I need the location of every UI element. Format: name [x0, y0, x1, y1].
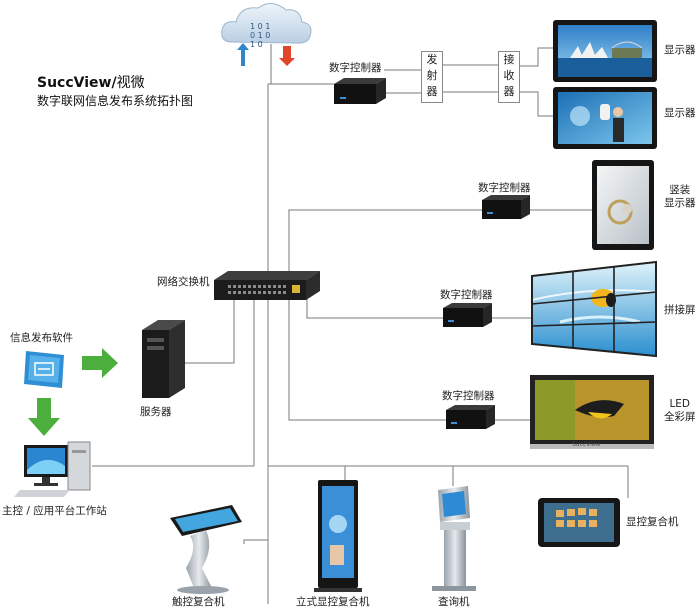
- controller-1-label: 数字控制器: [329, 62, 382, 74]
- transmitter-char-2: 射: [426, 69, 438, 82]
- brand-title: SuccView/视微: [37, 72, 145, 92]
- receiver-char-3: 器: [503, 85, 515, 98]
- diagram-subtitle: 数字联网信息发布系统拓扑图: [37, 94, 194, 108]
- touch-kiosk-label: 触控复合机: [172, 596, 225, 608]
- workstation: [14, 441, 91, 497]
- network-switch: [214, 271, 320, 300]
- cloud-digits-row-3: 1 0: [250, 40, 263, 49]
- standing-kiosk: [314, 480, 362, 592]
- cloud-digits: 1 0 1 0 1 0 1 0: [250, 22, 270, 49]
- transmitter-char-3: 器: [426, 85, 438, 98]
- download-arrow-icon: [279, 46, 295, 66]
- controller-1: [334, 78, 386, 104]
- query-terminal: [432, 486, 476, 591]
- display-2: [553, 87, 657, 149]
- cloud-digits-row-2: 0 1 0: [250, 31, 271, 40]
- server-label: 服务器: [140, 406, 172, 418]
- display-1-label: 显示器: [664, 44, 696, 56]
- led-screen-label-line-2: 全彩屏: [664, 411, 696, 423]
- display-2-label: 显示器: [664, 107, 696, 119]
- led-brand-text: SuccView: [572, 441, 601, 448]
- controller-4: [446, 405, 495, 429]
- receiver-char-2: 收: [503, 69, 515, 82]
- arrow-right-icon: [82, 348, 118, 378]
- cloud-icon: [221, 3, 312, 66]
- receiver-box: 接 收 器: [498, 51, 520, 103]
- brand-name: SuccView/: [37, 75, 117, 91]
- controller-4-label: 数字控制器: [442, 390, 495, 402]
- tablet-display-label: 显控复合机: [626, 516, 679, 528]
- controller-2-label: 数字控制器: [478, 182, 531, 194]
- touch-kiosk: [170, 505, 242, 594]
- switch-label: 网络交换机: [157, 276, 210, 288]
- cloud-digits-row-1: 1 0 1: [250, 22, 271, 31]
- standing-kiosk-label: 立式显控复合机: [296, 596, 370, 608]
- controller-3: [443, 303, 492, 327]
- server-tower: [142, 320, 185, 398]
- splice-screen-wall: [531, 260, 657, 358]
- receiver-char-1: 接: [503, 53, 515, 66]
- vertical-display-label-line-1: 竖装: [669, 184, 691, 196]
- brand-name-cn: 视微: [116, 75, 145, 91]
- transmitter-char-1: 发: [426, 53, 438, 66]
- controller-3-label: 数字控制器: [440, 289, 493, 301]
- transmitter-box: 发 射 器: [421, 51, 443, 103]
- display-1: [553, 20, 657, 82]
- workstation-label: 主控 / 应用平台工作站: [2, 505, 107, 517]
- led-screen: [530, 375, 654, 449]
- vertical-display-label-line-2: 显示器: [664, 197, 696, 209]
- tablet-display: [538, 498, 620, 547]
- upload-arrow-icon: [237, 43, 249, 66]
- led-screen-label-line-1: LED: [669, 398, 691, 410]
- vertical-display-label: 竖装 显示器: [664, 184, 696, 210]
- arrow-down-icon: [28, 398, 60, 436]
- query-terminal-label: 查询机: [438, 596, 470, 608]
- controller-2: [482, 195, 530, 219]
- led-screen-label: LED 全彩屏: [664, 398, 696, 424]
- software-icon: [24, 351, 64, 388]
- software-label: 信息发布软件: [10, 332, 73, 344]
- splice-screen-label: 拼接屏: [664, 304, 696, 316]
- vertical-display: [592, 160, 654, 250]
